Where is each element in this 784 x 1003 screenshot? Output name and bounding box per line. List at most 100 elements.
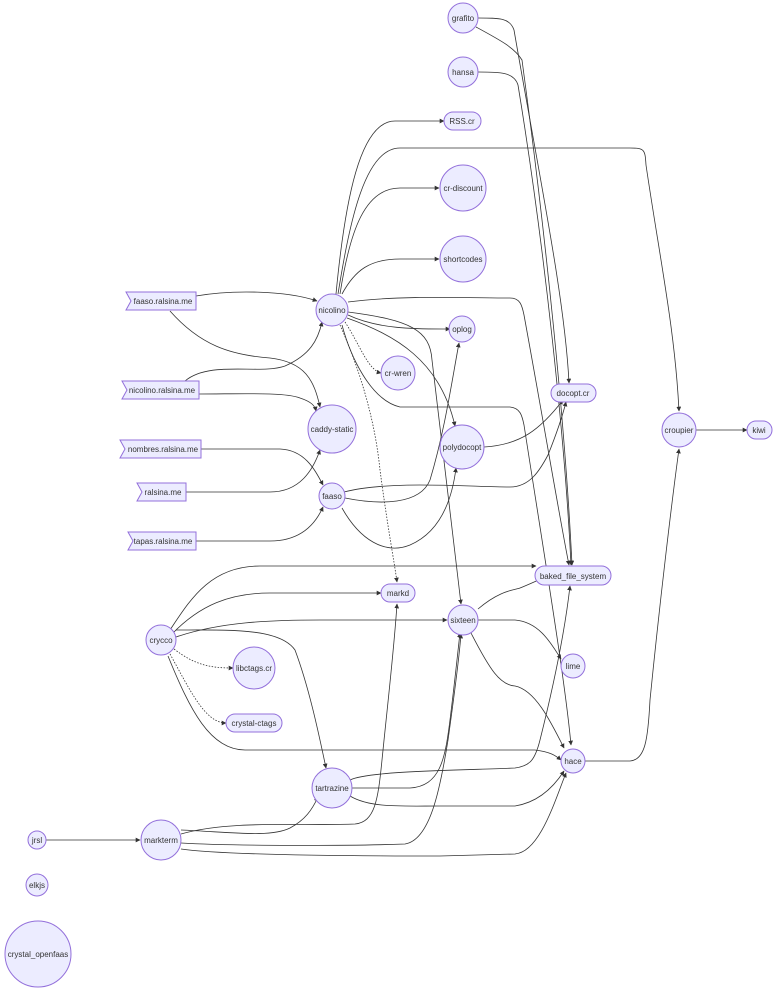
node-tartrazine-shape	[311, 767, 353, 809]
node-nicolino[interactable]: nicolino	[315, 293, 349, 327]
node-crycco-label: crycco	[149, 636, 173, 645]
node-oplog[interactable]: oplog	[448, 315, 476, 343]
edge-nicolino-markd	[339, 324, 399, 583]
node-nicolino-ralsina-me-shape	[121, 380, 200, 400]
edge-nicolino-baked	[347, 296, 571, 566]
node-lime-label: lime	[566, 662, 581, 671]
node-crystal-openfaas[interactable]: crystal_openfaas	[4, 920, 72, 988]
node-sixteen[interactable]: sixteen	[447, 604, 479, 636]
node-elkjs[interactable]: elkjs	[25, 873, 49, 897]
node-tartrazine[interactable]: tartrazine	[311, 767, 353, 809]
node-shortcodes[interactable]: shortcodes	[439, 235, 487, 283]
edges	[46, 17, 748, 857]
node-crycco-shape	[145, 624, 177, 656]
nodes: grafito hansa RSS.cr cr-discount shortco…	[4, 2, 773, 988]
node-crycco[interactable]: crycco	[145, 624, 177, 656]
node-polydocopt[interactable]: polydocopt	[439, 424, 485, 470]
node-crystal-ctags[interactable]: crystal-ctags	[225, 713, 283, 733]
edge-faaso-docopt	[343, 401, 568, 493]
edge-markterm-hace	[180, 772, 567, 857]
edge-nicolinosite-nicolino	[184, 321, 324, 382]
edge-crycco-markd	[171, 590, 382, 635]
node-tartrazine-label: tartrazine	[315, 784, 349, 793]
node-kiwi-label: kiwi	[752, 426, 766, 435]
node-crystal-openfaas-label: crystal_openfaas	[8, 950, 68, 959]
node-tapas-ralsina-me-label: tapas.ralsina.me	[134, 537, 193, 546]
node-lime[interactable]: lime	[560, 653, 586, 679]
edge-sixteen-hace	[470, 632, 565, 749]
node-grafito-shape	[447, 2, 479, 34]
edge-nicolino-shortcodes	[341, 256, 440, 295]
node-shortcodes-shape	[439, 235, 487, 283]
node-markd-label: markd	[387, 589, 409, 598]
node-nombres-ralsina-me[interactable]: nombres.ralsina.me	[119, 439, 202, 459]
node-docopt-label: docopt.cr	[557, 389, 590, 398]
node-elkjs-label: elkjs	[29, 881, 45, 890]
edge-tartrazine-baked	[349, 585, 572, 781]
edge-markterm-sixteen	[180, 633, 464, 846]
node-cr-wren[interactable]: cr-wren	[380, 355, 416, 391]
edge-crycco-hace	[167, 655, 562, 761]
node-baked-file-system-shape	[534, 565, 612, 586]
node-tapas-ralsina-me[interactable]: tapas.ralsina.me	[127, 531, 197, 551]
node-caddy-static[interactable]: caddy-static	[307, 404, 357, 454]
edge-tartrazine-hace	[349, 770, 565, 807]
node-caddy-static-label: caddy-static	[311, 425, 354, 434]
node-hansa-label: hansa	[452, 68, 474, 77]
node-kiwi-shape	[746, 420, 773, 440]
node-ralsina-me-label: ralsina.me	[145, 488, 182, 497]
edge-grafito-docopt	[477, 17, 572, 384]
node-faaso-label: faaso	[322, 492, 342, 501]
edge-nombressite-faaso	[201, 448, 324, 486]
edge-crycco-sixteen	[175, 617, 448, 638]
node-rss[interactable]: RSS.cr	[443, 111, 482, 131]
edge-markterm-markd	[180, 603, 400, 835]
node-lime-shape	[560, 653, 586, 679]
node-baked-file-system-label: baked_file_system	[540, 572, 607, 581]
node-hace[interactable]: hace	[560, 748, 586, 774]
node-rss-label: RSS.cr	[449, 117, 475, 126]
edge-nicolino-croupier	[337, 147, 682, 412]
edge-tapassite-faaso	[196, 506, 324, 542]
node-rss-shape	[443, 111, 482, 131]
node-ralsina-me[interactable]: ralsina.me	[136, 482, 187, 502]
node-jrsl-label: jrsl	[31, 836, 42, 845]
node-croupier[interactable]: croupier	[661, 412, 697, 448]
edge-nicolino-hace	[341, 324, 573, 746]
node-croupier-label: croupier	[665, 426, 694, 435]
node-libctags[interactable]: libctags.cr	[232, 646, 276, 690]
node-hace-label: hace	[564, 757, 582, 766]
edge-crycco-crystalctags	[169, 653, 227, 726]
node-sixteen-shape	[447, 604, 479, 636]
node-jrsl[interactable]: jrsl	[27, 830, 47, 850]
node-nicolino-shape	[315, 293, 349, 327]
node-baked-file-system[interactable]: baked_file_system	[534, 565, 612, 586]
node-markd[interactable]: markd	[380, 583, 416, 603]
node-oplog-shape	[448, 315, 476, 343]
node-polydocopt-shape	[439, 424, 485, 470]
node-markterm[interactable]: markterm	[140, 819, 182, 861]
node-docopt[interactable]: docopt.cr	[550, 383, 597, 403]
node-kiwi[interactable]: kiwi	[746, 420, 773, 440]
edge-nicolino-rss	[335, 118, 445, 295]
node-markd-shape	[380, 583, 416, 603]
node-sixteen-label: sixteen	[450, 616, 475, 625]
node-hansa[interactable]: hansa	[447, 56, 479, 88]
node-crystal-ctags-label: crystal-ctags	[232, 719, 277, 728]
node-oplog-label: oplog	[452, 325, 472, 334]
node-cr-discount[interactable]: cr-discount	[439, 164, 487, 212]
node-grafito[interactable]: grafito	[447, 2, 479, 34]
node-ralsina-me-shape	[136, 482, 187, 502]
node-faaso[interactable]: faaso	[318, 482, 346, 510]
node-crystal-openfaas-shape	[4, 920, 72, 988]
edge-hansa-baked	[477, 71, 574, 566]
edge-faasosite-caddy	[169, 310, 322, 408]
node-nicolino-ralsina-me[interactable]: nicolino.ralsina.me	[121, 380, 200, 400]
node-crystal-ctags-shape	[225, 713, 283, 733]
node-grafito-label: grafito	[452, 14, 475, 23]
node-faaso-ralsina-me[interactable]: faaso.ralsina.me	[125, 291, 197, 311]
node-nombres-ralsina-me-label: nombres.ralsina.me	[128, 445, 199, 454]
node-cr-discount-label: cr-discount	[443, 184, 483, 193]
node-cr-discount-shape	[439, 164, 487, 212]
